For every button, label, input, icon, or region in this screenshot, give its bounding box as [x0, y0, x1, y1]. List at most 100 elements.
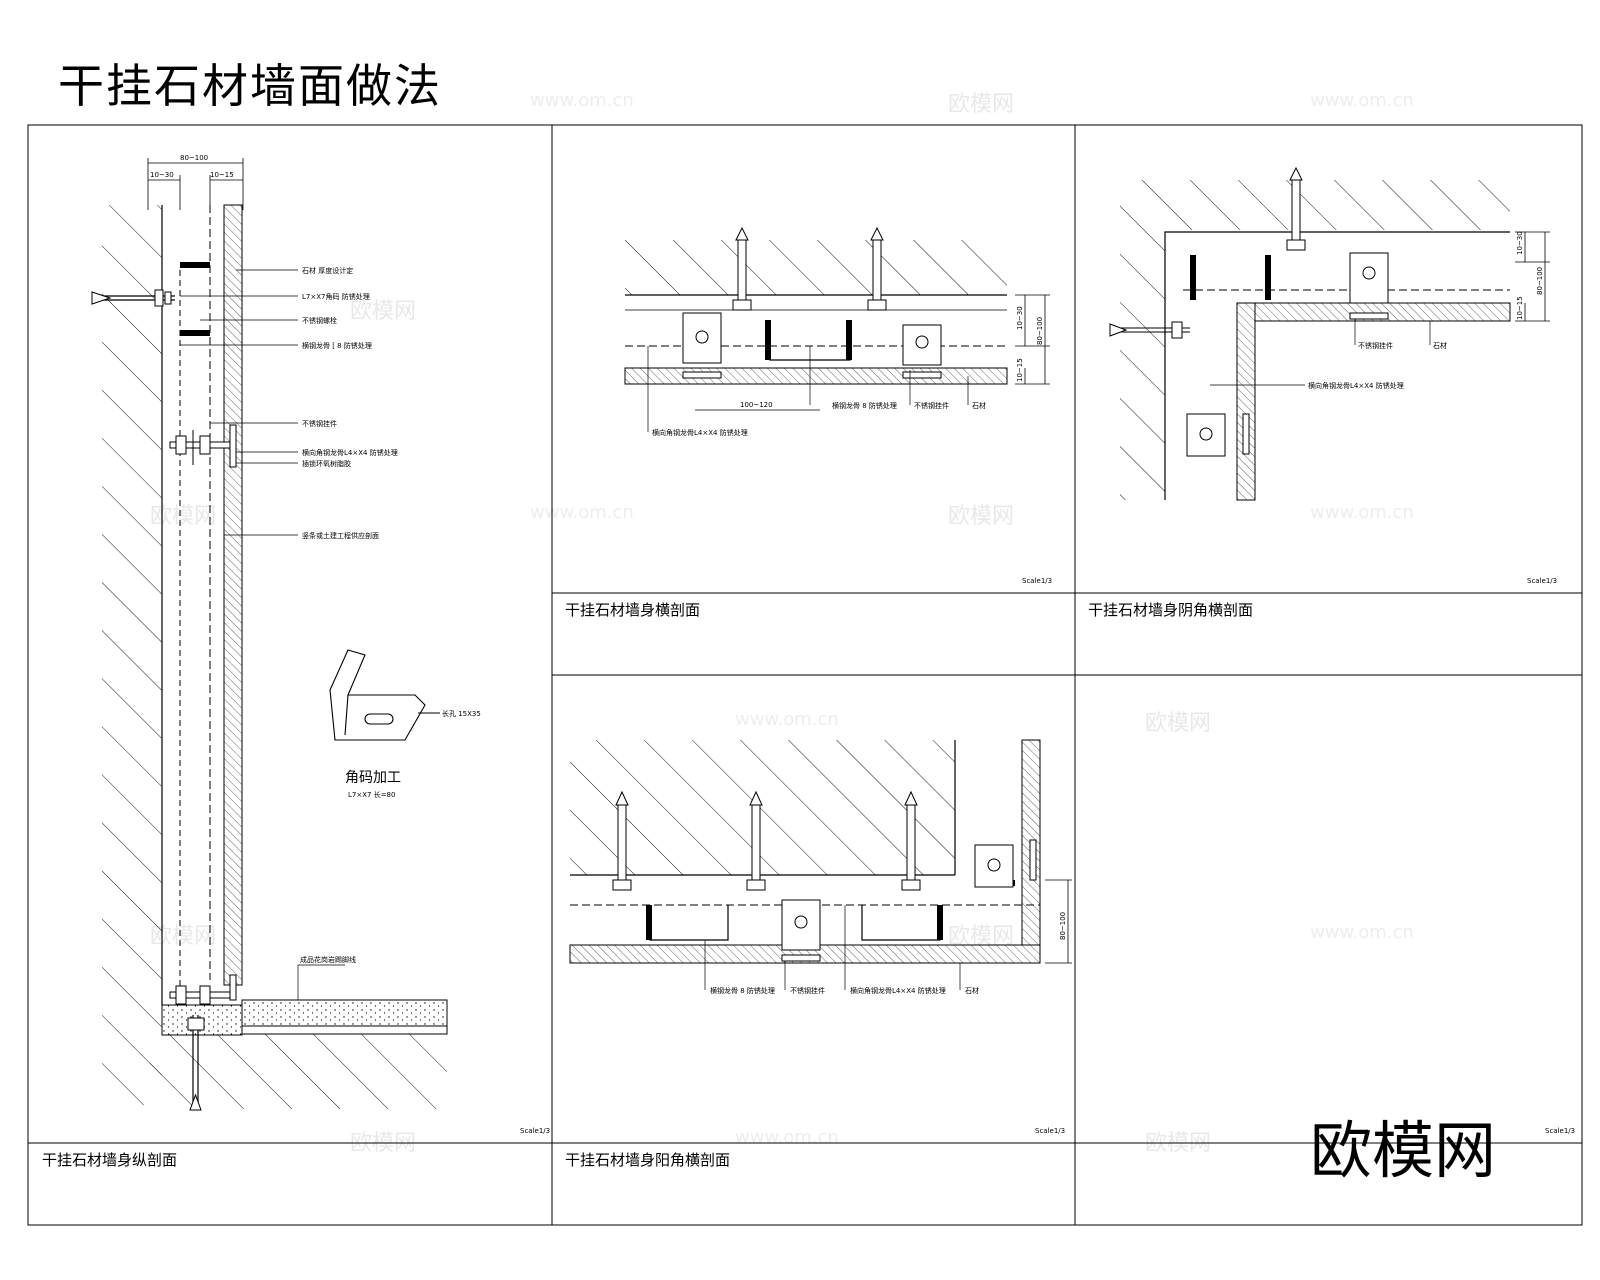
leader-lines [1210, 319, 1431, 386]
panel-vertical-section: 80~100 10~30 10~15 石材 厚度设计定 L7×X7角码 防锈处理… [42, 154, 550, 1169]
anchor-bolt [746, 790, 766, 891]
dimension-lines [1515, 231, 1550, 322]
anchor-bolt [612, 790, 632, 891]
stone-hanger [682, 312, 722, 379]
steel-channel [861, 905, 941, 941]
watermark-brand: 欧模网 [948, 504, 1014, 529]
note-label: 不锈钢挂件 [302, 419, 337, 428]
watermark-brand: 欧模网 [350, 299, 416, 324]
dim-label: 10~30 [1516, 231, 1524, 255]
dim-label: 80~100 [180, 154, 208, 162]
angle-bracket [169, 424, 237, 468]
note-label: 不锈钢挂件 [914, 401, 949, 410]
bracket-mid [180, 330, 210, 336]
watermark-url: www.om.cn [530, 502, 634, 523]
panel-caption: 干挂石材墙身纵剖面 [42, 1151, 177, 1169]
note-label: 横向角钢龙骨L4×X4 防锈处理 [1308, 381, 1404, 390]
inset-title: 角码加工 [345, 770, 401, 786]
brand-watermark: 欧模网 [1310, 1114, 1496, 1187]
note-label: 不锈钢挂件 [1358, 341, 1393, 350]
watermark-url: www.om.cn [1310, 502, 1414, 523]
leader-lines [704, 905, 961, 990]
floor-finish [241, 1025, 448, 1035]
panel-horizontal-section: 100~120 10~30 80~100 10~15 横向角钢龙骨L4×X4 防… [565, 226, 1052, 619]
note-label: 不锈钢螺栓 [302, 316, 337, 325]
watermark-url: www.om.cn [735, 709, 839, 730]
panel-caption: 干挂石材墙身横剖面 [565, 601, 700, 619]
stone-hanger [1186, 413, 1250, 457]
concrete-wall-hatch [625, 240, 1007, 295]
stone-hanger [781, 899, 821, 962]
note-label: 成品花岗岩踢脚线 [300, 955, 356, 964]
dim-label: 10~30 [1016, 306, 1024, 330]
anchor-bolt [91, 289, 175, 307]
watermark-url: www.om.cn [735, 1127, 839, 1148]
dim-label: 80~100 [1059, 912, 1067, 940]
note-label: 横钢龙骨 8 防锈处理 [710, 986, 775, 995]
dim-label: 80~100 [1036, 317, 1044, 345]
page-title: 干挂石材墙面做法 [58, 59, 442, 113]
sheet-frame [27, 124, 1583, 1226]
watermark-brand: 欧模网 [948, 92, 1014, 117]
leader-lines [180, 269, 345, 1000]
panel-caption: 干挂石材墙身阳角横剖面 [565, 1151, 730, 1169]
panel-caption: 干挂石材墙身阴角横剖面 [1088, 601, 1253, 619]
dimension-lines [1045, 879, 1072, 964]
channel-weld [646, 905, 652, 940]
note-label: L7×X7角码 防锈处理 [302, 292, 370, 301]
stone-hanger [974, 839, 1037, 888]
stone-slab-return [1236, 302, 1256, 501]
concrete-wall-hatch [570, 740, 955, 875]
watermark-layer: www.om.cn www.om.cn www.om.cn www.om.cn … [150, 90, 1414, 1156]
bracket-top [180, 262, 210, 268]
channel-weld [1190, 255, 1196, 300]
concrete-wall-hatch [102, 205, 162, 1105]
concrete-wall-hatch [1120, 230, 1165, 500]
scale-label: Scale1/3 [1527, 577, 1557, 585]
floor-slab-hatch [150, 1034, 447, 1109]
note-label: 横钢龙骨 [ 8 防锈处理 [302, 341, 372, 350]
angle-detail-inset [329, 649, 440, 741]
floor-screed [241, 999, 448, 1027]
stone-hanger [1349, 252, 1389, 320]
dim-label: 10~15 [210, 171, 234, 179]
anchor-bolt [901, 790, 921, 891]
channel-weld [846, 320, 852, 360]
note-label: 竖条或土建工程供应剖面 [302, 531, 379, 540]
wall-face-line [1164, 231, 1510, 500]
channel-weld [1265, 255, 1271, 300]
note-label: 横钢龙骨 8 防锈处理 [832, 401, 897, 410]
concrete-wall-hatch [1120, 180, 1510, 230]
inset-note: 长孔 15X35 [442, 709, 481, 718]
note-label: 横向角钢龙骨L4×X4 防锈处理 [652, 428, 748, 437]
note-label: 石材 [1433, 341, 1447, 350]
anchor-bolt [1109, 321, 1190, 339]
anchor-bolt-bottom [187, 1015, 205, 1111]
angle-bracket-bottom [169, 974, 237, 1005]
anchor-bolt [1286, 166, 1306, 251]
anchor-bolt [732, 226, 752, 311]
dimension-lines [147, 158, 244, 210]
dim-label: 10~15 [1516, 296, 1524, 320]
anchor-bolt [867, 226, 887, 311]
stone-slab [223, 204, 243, 986]
watermark-url: www.om.cn [1310, 90, 1414, 111]
inset-spec: L7×X7 长=80 [348, 790, 395, 799]
dim-label: 80~100 [1536, 267, 1544, 295]
stone-hanger [902, 324, 942, 379]
dim-label: 10~15 [1016, 358, 1024, 382]
panel-empty: Scale1/3 欧模网 [1310, 1114, 1575, 1187]
leader-lines [647, 346, 969, 432]
stone-slab [624, 367, 1008, 385]
note-label: 石材 [972, 401, 986, 410]
panel-outer-corner-section: 80~100 横钢龙骨 8 防锈处理 不锈钢挂件 横向角钢龙骨L4×X4 防锈处… [565, 739, 1072, 1169]
watermark-url: www.om.cn [1310, 922, 1414, 943]
channel-weld [937, 905, 943, 940]
note-label: 石材 [965, 986, 979, 995]
panel-inner-corner-section: 10~30 80~100 10~15 不锈钢挂件 石材 横向角钢龙骨L4×X4 … [1088, 166, 1557, 619]
note-label: 不锈钢挂件 [790, 986, 825, 995]
watermark-brand: 欧模网 [1145, 711, 1211, 736]
channel-weld [765, 320, 771, 360]
dim-label: 10~30 [150, 171, 174, 179]
